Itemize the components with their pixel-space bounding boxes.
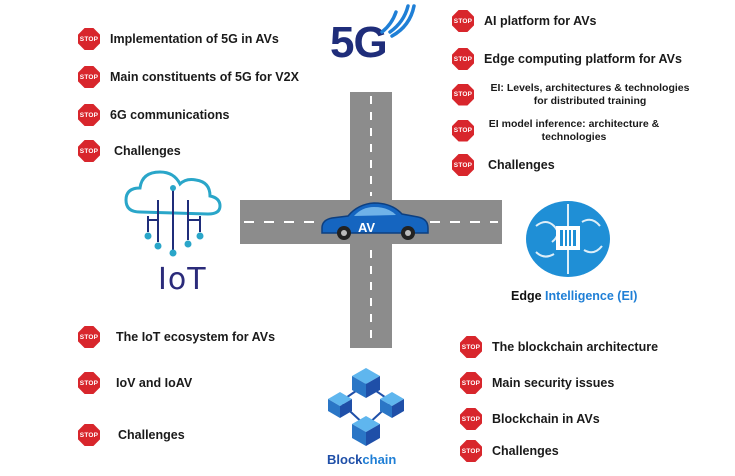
iot-logo-text: IoT bbox=[158, 262, 207, 297]
wifi-signal-icon bbox=[380, 4, 416, 38]
ai-item-label: Challenges bbox=[488, 158, 555, 172]
fiveg-item: STOP Implementation of 5G in AVs bbox=[78, 28, 279, 50]
stop-sign-icon: STOP bbox=[460, 440, 482, 462]
blockchain-item: STOP The blockchain architecture bbox=[460, 336, 658, 358]
iot-cloud-icon bbox=[124, 170, 222, 257]
iot-item-label: Challenges bbox=[118, 428, 185, 442]
ai-item: STOP Edge computing platform for AVs bbox=[452, 48, 682, 70]
lane-marking-bottom bbox=[370, 250, 372, 346]
lane-marking-top bbox=[370, 96, 372, 196]
iot-item: STOP Challenges bbox=[78, 424, 185, 446]
stop-sign-icon: STOP bbox=[452, 10, 474, 32]
blockchain-item: STOP Challenges bbox=[460, 440, 559, 462]
stop-sign-icon: STOP bbox=[78, 372, 100, 394]
stop-sign-icon: STOP bbox=[460, 336, 482, 358]
stop-sign-icon: STOP bbox=[78, 66, 100, 88]
stop-sign-icon: STOP bbox=[452, 48, 474, 70]
stop-sign-icon: STOP bbox=[78, 104, 100, 126]
blockchain-item-label: Main security issues bbox=[492, 376, 615, 390]
stop-sign-icon: STOP bbox=[78, 28, 100, 50]
stop-sign-icon: STOP bbox=[452, 154, 474, 176]
stop-sign-icon: STOP bbox=[452, 119, 474, 142]
ai-item: STOP AI platform for AVs bbox=[452, 10, 597, 32]
blockchain-item-label: The blockchain architecture bbox=[492, 340, 659, 354]
car-icon bbox=[321, 202, 429, 240]
ai-item-label: EI: Levels, architectures & technologies… bbox=[490, 82, 690, 107]
lane-marking-right bbox=[430, 221, 498, 223]
ai-item-label: AI platform for AVs bbox=[484, 14, 597, 28]
stop-sign-icon: STOP bbox=[460, 408, 482, 430]
brain-chip-icon bbox=[526, 201, 610, 277]
ai-item-label: Edge computing platform for AVs bbox=[484, 52, 682, 66]
ai-item: STOP EI model inference: architecture & … bbox=[452, 118, 664, 143]
fiveg-item: STOP Challenges bbox=[78, 140, 181, 162]
iot-item-label: IoV and IoAV bbox=[116, 376, 193, 390]
stop-sign-icon: STOP bbox=[452, 83, 474, 106]
blockchain-item: STOP Main security issues bbox=[460, 372, 614, 394]
fiveg-item-label: Challenges bbox=[114, 144, 181, 158]
stop-sign-icon: STOP bbox=[78, 140, 100, 162]
ei-title-part2: Intelligence (EI) bbox=[545, 289, 638, 303]
ai-item-label: EI model inference: architecture & techn… bbox=[488, 118, 660, 143]
blockchain-title: Blockchain bbox=[327, 452, 396, 467]
fiveg-item-label: Main constituents of 5G for V2X bbox=[110, 70, 299, 84]
lane-marking-left bbox=[244, 221, 344, 223]
stop-sign-icon: STOP bbox=[78, 424, 100, 446]
ei-title-part1: Edge bbox=[511, 289, 546, 303]
fiveg-item-label: 6G communications bbox=[110, 108, 230, 122]
car-label: AV bbox=[358, 220, 376, 235]
blockchain-item-label: Challenges bbox=[492, 444, 559, 458]
fiveg-item: STOP 6G communications bbox=[78, 104, 229, 126]
ei-title: Edge Intelligence (EI) bbox=[511, 289, 637, 303]
blockchain-title-part1: Block bbox=[327, 452, 363, 467]
fiveg-item: STOP Main constituents of 5G for V2X bbox=[78, 66, 299, 88]
blockchain-title-part2: chain bbox=[362, 452, 397, 467]
iot-item-label: The IoT ecosystem for AVs bbox=[116, 330, 276, 344]
iot-item: STOP The IoT ecosystem for AVs bbox=[78, 326, 275, 348]
ai-item: STOP EI: Levels, architectures & technol… bbox=[452, 82, 696, 107]
stop-sign-icon: STOP bbox=[78, 326, 100, 348]
stop-sign-icon: STOP bbox=[460, 372, 482, 394]
ai-item: STOP Challenges bbox=[452, 154, 555, 176]
blockchain-cubes-icon bbox=[328, 368, 404, 446]
fiveg-logo-text: 5G bbox=[330, 18, 388, 67]
iot-item: STOP IoV and IoAV bbox=[78, 372, 192, 394]
blockchain-item-label: Blockchain in AVs bbox=[492, 412, 600, 426]
fiveg-item-label: Implementation of 5G in AVs bbox=[110, 32, 279, 46]
blockchain-item: STOP Blockchain in AVs bbox=[460, 408, 600, 430]
